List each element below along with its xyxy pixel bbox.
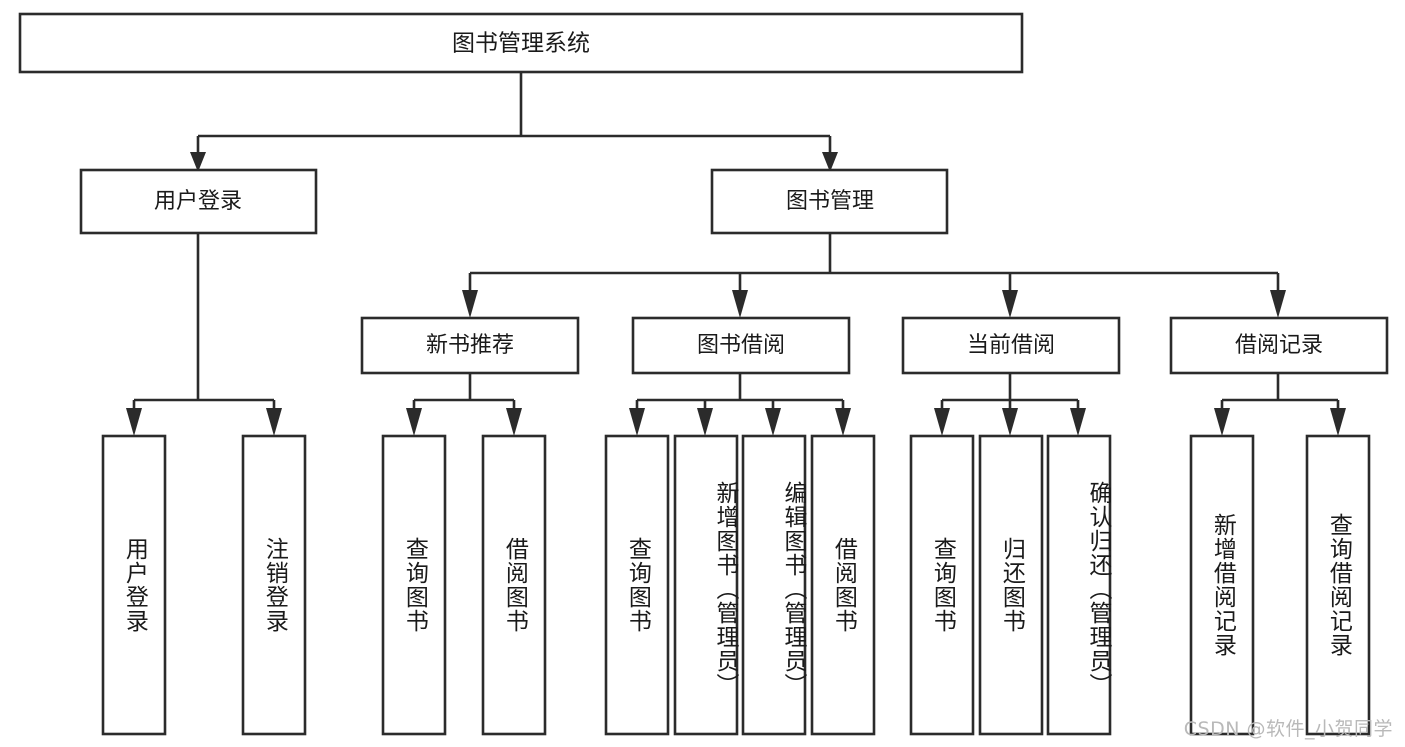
- node-leaf-add-book-box[interactable]: [673, 434, 739, 736]
- arrow-icon: [406, 408, 422, 436]
- node-book-management[interactable]: 图书管理: [710, 168, 949, 235]
- node-leaf-query-book-1-box[interactable]: [381, 434, 447, 736]
- node-leaf-borrow-book-2-box[interactable]: [810, 434, 876, 736]
- node-leaf-query-book-2-box[interactable]: [604, 434, 670, 736]
- node-leaf-borrow-book-1-box[interactable]: [481, 434, 547, 736]
- node-root[interactable]: 图书管理系统: [18, 12, 1024, 74]
- arrow-icon: [934, 408, 950, 436]
- node-book-management-label: 图书管理: [786, 189, 874, 214]
- node-book-borrow[interactable]: 图书借阅: [631, 316, 851, 375]
- arrowhead-layer: [126, 152, 1346, 436]
- watermark-text: CSDN @软件_小贺同学: [1183, 718, 1393, 740]
- arrow-icon: [506, 408, 522, 436]
- arrow-icon: [1002, 290, 1018, 318]
- connector-layer: [132, 72, 1340, 424]
- node-user-login-label: 用户登录: [154, 189, 242, 214]
- node-book-management-box[interactable]: [710, 168, 949, 235]
- node-leaf-add-record-box[interactable]: [1189, 434, 1255, 736]
- arrow-icon: [835, 408, 851, 436]
- arrow-icon: [1270, 290, 1286, 318]
- node-current-borrow[interactable]: 当前借阅: [901, 316, 1121, 375]
- arrow-icon: [126, 408, 142, 436]
- connector-userlogin-to-leaves: [132, 233, 276, 424]
- node-leaf-query-record-box[interactable]: [1305, 434, 1371, 736]
- node-root-label: 图书管理系统: [452, 31, 590, 57]
- arrow-icon: [732, 290, 748, 318]
- node-leaf-return-book-box[interactable]: [978, 434, 1044, 736]
- arrow-icon: [1070, 408, 1086, 436]
- arrow-icon: [266, 408, 282, 436]
- arrow-icon: [1002, 408, 1018, 436]
- node-new-book-recommend-label: 新书推荐: [426, 333, 514, 358]
- connector-bookborrow-to-leaves: [635, 373, 845, 424]
- arrow-icon: [822, 152, 838, 172]
- node-current-borrow-label: 当前借阅: [967, 333, 1055, 358]
- node-leaf-query-book-3-box[interactable]: [909, 434, 975, 736]
- node-leaf-user-login-box[interactable]: [101, 434, 167, 736]
- node-book-borrow-box[interactable]: [631, 316, 851, 375]
- node-borrow-record-label: 借阅记录: [1235, 333, 1323, 358]
- connector-bookmgmt-to-level3: [468, 233, 1280, 306]
- connector-borrowrecord-to-leaves: [1220, 373, 1340, 424]
- connector-newbook-to-leaves: [412, 373, 516, 424]
- arrow-icon: [190, 152, 206, 172]
- node-current-borrow-box[interactable]: [901, 316, 1121, 375]
- arrow-icon: [1214, 408, 1230, 436]
- arrow-icon: [765, 408, 781, 436]
- node-borrow-record-box[interactable]: [1169, 316, 1389, 375]
- connector-root-to-level2: [196, 72, 832, 158]
- node-book-borrow-label: 图书借阅: [697, 333, 785, 358]
- arrow-icon: [697, 408, 713, 436]
- node-user-login[interactable]: 用户登录: [79, 168, 318, 235]
- node-leaf-edit-book-box[interactable]: [741, 434, 807, 736]
- node-new-book-recommend[interactable]: 新书推荐: [360, 316, 580, 375]
- node-leaf-logout-login-box[interactable]: [241, 434, 307, 736]
- arrow-icon: [1330, 408, 1346, 436]
- node-user-login-box[interactable]: [79, 168, 318, 235]
- arrow-icon: [629, 408, 645, 436]
- arrow-icon: [462, 290, 478, 318]
- node-borrow-record[interactable]: 借阅记录: [1169, 316, 1389, 375]
- node-root-box[interactable]: [18, 12, 1024, 74]
- node-leaf-confirm-return-box[interactable]: [1046, 434, 1112, 736]
- node-new-book-recommend-box[interactable]: [360, 316, 580, 375]
